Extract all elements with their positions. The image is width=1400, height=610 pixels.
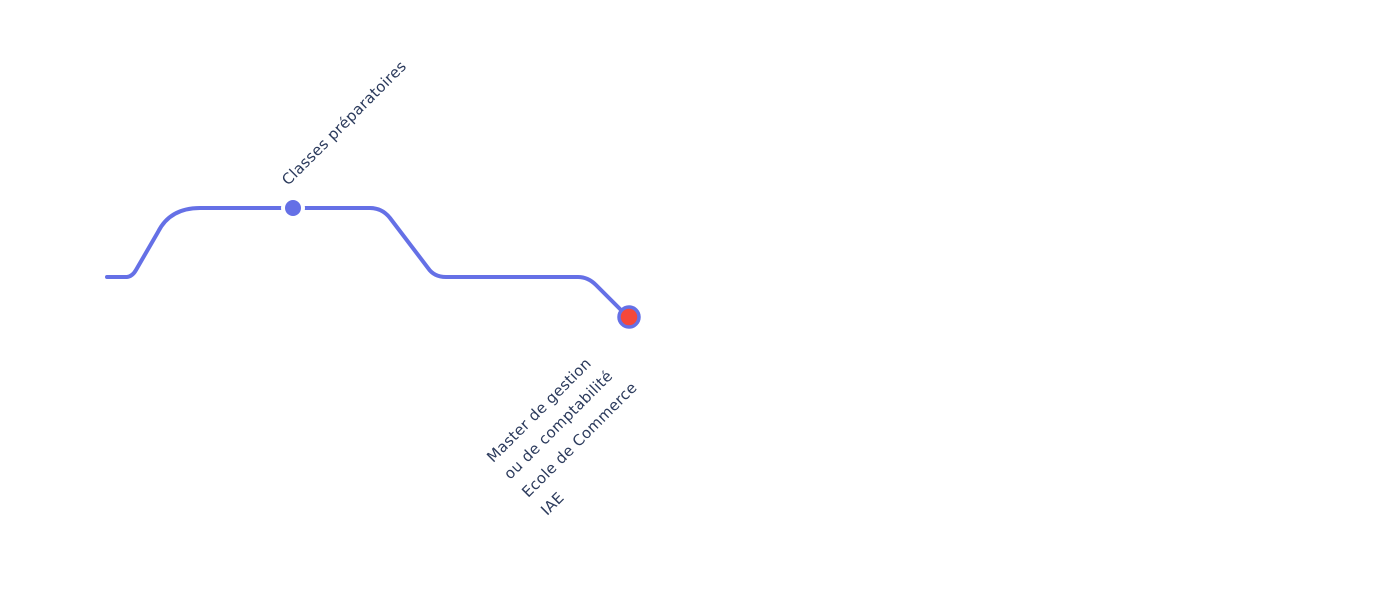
path-line	[105, 206, 630, 319]
station-dot-classes-preparatoires-inner[interactable]	[285, 200, 301, 216]
station-dot-master-current[interactable]	[617, 305, 641, 329]
